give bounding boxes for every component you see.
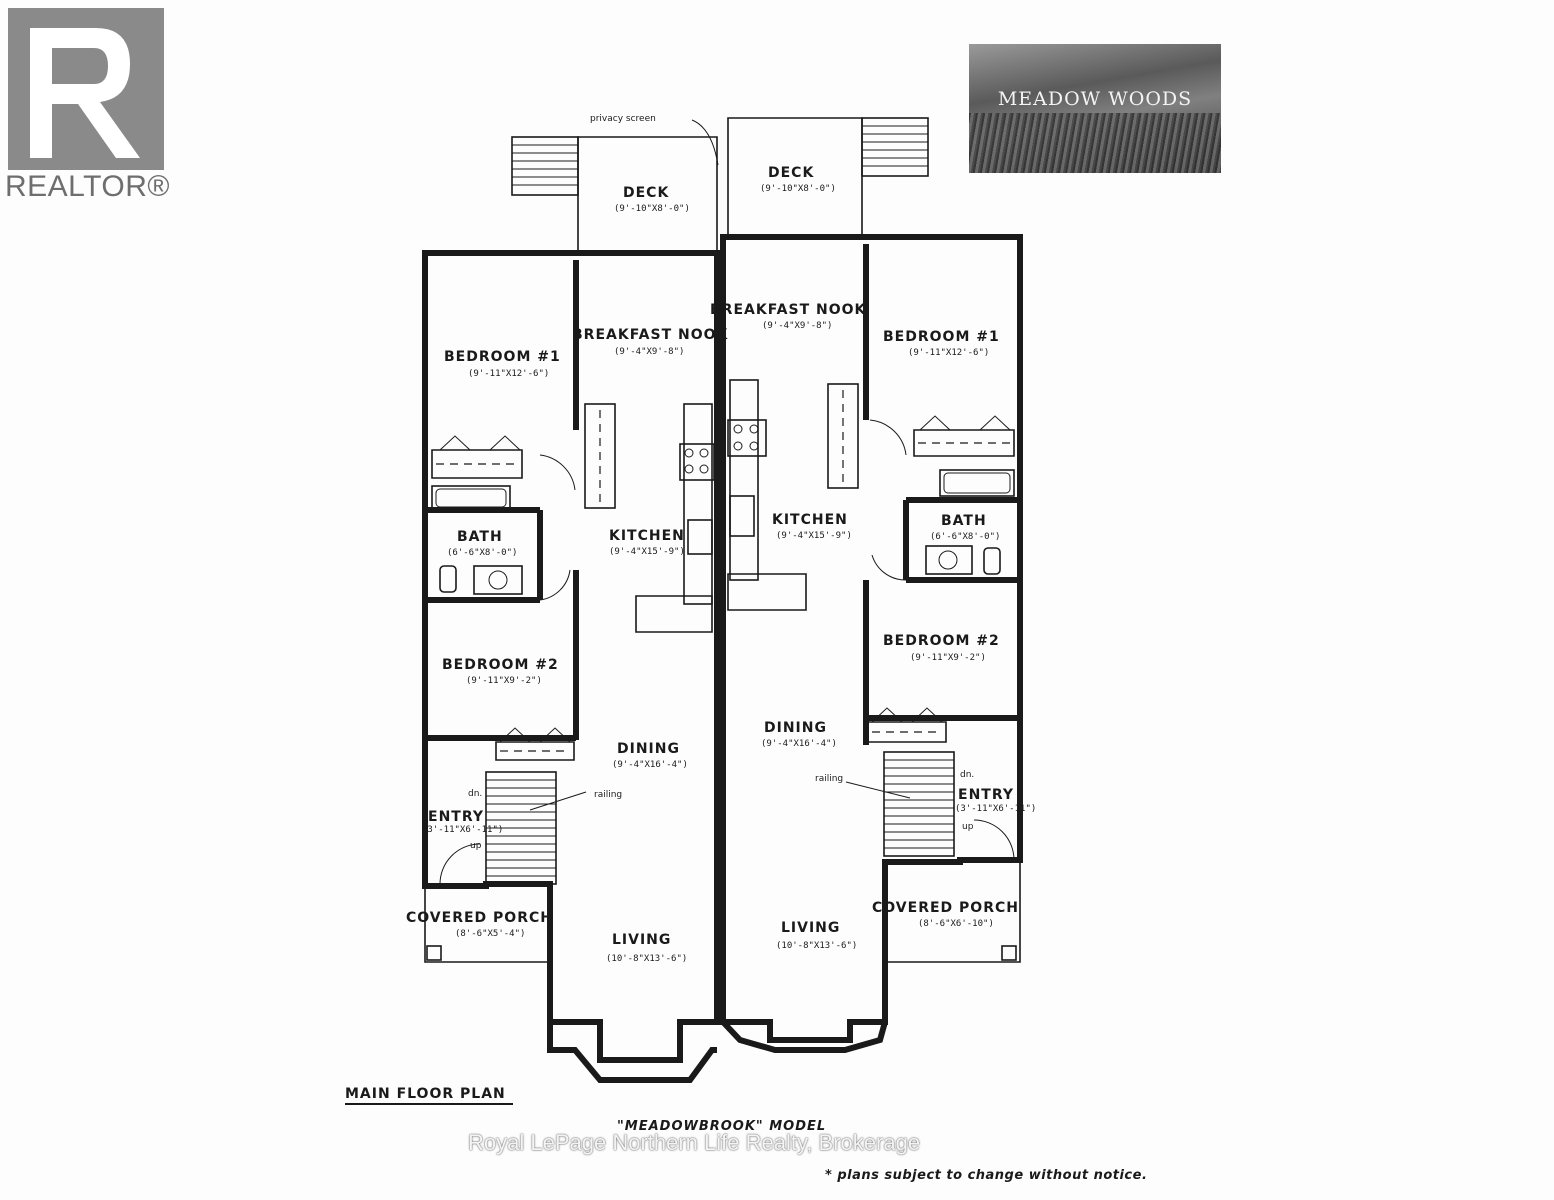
- plan-title: MAIN FLOOR PLAN: [345, 1086, 506, 1102]
- left-up-label: up: [470, 841, 482, 851]
- left-bedroom1-label: BEDROOM #1: [444, 349, 561, 365]
- left-vanity: [473, 565, 523, 595]
- brokerage-watermark: Royal LePage Northern Life Realty, Broke…: [468, 1130, 921, 1155]
- right-peninsula: [727, 573, 807, 611]
- right-living-bay: [720, 1019, 888, 1053]
- left-unit-outer-wall: [422, 250, 720, 1063]
- left-bedroom2-label: BEDROOM #2: [442, 657, 559, 673]
- left-bath-dim: (6'-6"X8'-0"): [447, 548, 517, 558]
- right-bedroom1-dim: (9'-11"X12'-6"): [908, 348, 989, 358]
- right-railing-label: railing: [815, 774, 843, 784]
- right-deck-stair: [861, 117, 929, 177]
- left-bedroom2-dim: (9'-11"X9'-2"): [466, 676, 542, 686]
- realtor-wordmark: REALTOR®: [5, 170, 171, 203]
- grass-graphic: [969, 113, 1221, 173]
- left-nook-dim: (9'-4"X9'-8"): [614, 347, 684, 357]
- right-bathtub: [939, 469, 1015, 497]
- right-deck-label: DECK: [768, 165, 814, 181]
- right-porch-label: COVERED PORCH: [872, 900, 1019, 916]
- right-kitchen-dim: (9'-4"X15'-9"): [776, 531, 852, 541]
- right-deck-dim: (9'-10"X8'-0"): [760, 184, 836, 194]
- left-sink: [687, 519, 713, 555]
- right-dining-dim: (9'-4"X16'-4"): [761, 739, 837, 749]
- left-porch-dim: (8'-6"X5'-4"): [455, 929, 525, 939]
- left-kitchen-label: KITCHEN: [609, 528, 685, 544]
- left-down-label: dn.: [468, 789, 482, 799]
- model-name: "MEADOWBROOK" MODEL: [617, 1119, 827, 1134]
- left-dining-dim: (9'-4"X16'-4"): [612, 760, 688, 770]
- left-bedroom1-dim: (9'-11"X12'-6"): [468, 369, 549, 379]
- right-entry-label: ENTRY: [958, 787, 1014, 803]
- left-living-dim: (10'-8"X13'-6"): [606, 954, 687, 964]
- right-living-label: LIVING: [781, 920, 840, 936]
- development-name: MEADOW WOODS: [997, 88, 1193, 110]
- right-bedroom2-label: BEDROOM #2: [883, 633, 1000, 649]
- left-toilet: [439, 565, 457, 593]
- plans-notice: * plans subject to change without notice…: [825, 1168, 1148, 1183]
- right-entry-dim: (3'-11"X6'-11"): [955, 804, 1036, 814]
- left-nook-label: BREAKFAST NOOK: [572, 327, 729, 343]
- right-kitchen-counter: [729, 379, 759, 581]
- right-up-label: up: [962, 822, 974, 832]
- left-kitchen-counter: [683, 403, 713, 605]
- right-porch-dim: (8'-6"X6'-10"): [918, 919, 994, 929]
- meadow-woods-logo: MEADOW WOODS: [969, 44, 1221, 173]
- privacy-screen-label: privacy screen: [590, 114, 656, 124]
- right-bath-label: BATH: [941, 513, 987, 529]
- left-deck-dim: (9'-10"X8'-0"): [614, 204, 690, 214]
- right-stove: [727, 419, 767, 457]
- right-bath-dim: (6'-6"X8'-0"): [930, 532, 1000, 542]
- realtor-logo: [8, 8, 164, 170]
- left-porch-label: COVERED PORCH: [406, 910, 553, 926]
- left-unit: [422, 119, 720, 1083]
- left-entry-dim: (3'-11"X6'-11"): [422, 825, 503, 835]
- right-sink: [729, 495, 755, 537]
- left-living-label: LIVING: [612, 932, 671, 948]
- left-entry-label: ENTRY: [428, 809, 484, 825]
- right-vanity: [925, 545, 973, 575]
- left-kitchen-island: [584, 403, 616, 509]
- left-railing-label: railing: [594, 790, 622, 800]
- left-living-bay: [547, 1022, 717, 1083]
- left-deck-stair: [511, 136, 579, 196]
- right-down-label: dn.: [960, 770, 974, 780]
- right-kitchen-label: KITCHEN: [772, 512, 848, 528]
- left-deck-label: DECK: [623, 185, 669, 201]
- right-toilet: [983, 547, 1001, 575]
- left-covered-porch: [424, 886, 550, 963]
- right-entry-stair: [883, 751, 955, 857]
- right-dining-label: DINING: [764, 720, 827, 736]
- right-bedroom1-label: BEDROOM #1: [883, 329, 1000, 345]
- right-bedroom2-dim: (9'-11"X9'-2"): [910, 653, 986, 663]
- left-kitchen-dim: (9'-4"X15'-9"): [609, 547, 685, 557]
- realtor-r-icon: [30, 28, 140, 158]
- left-stove: [679, 443, 715, 481]
- left-bathtub: [431, 485, 511, 511]
- right-unit: [720, 117, 1023, 1053]
- right-living-dim: (10'-8"X13'-6"): [776, 941, 857, 951]
- right-kitchen-island: [827, 383, 859, 489]
- right-nook-dim: (9'-4"X9'-8"): [762, 321, 832, 331]
- plan-title-underline: [345, 1103, 513, 1105]
- left-bath-label: BATH: [457, 529, 503, 545]
- left-dining-label: DINING: [617, 741, 680, 757]
- right-covered-porch: [885, 862, 1021, 963]
- right-nook-label: BREAKFAST NOOK: [710, 302, 867, 318]
- right-deck-outline: [727, 117, 863, 237]
- left-peninsula: [635, 595, 713, 633]
